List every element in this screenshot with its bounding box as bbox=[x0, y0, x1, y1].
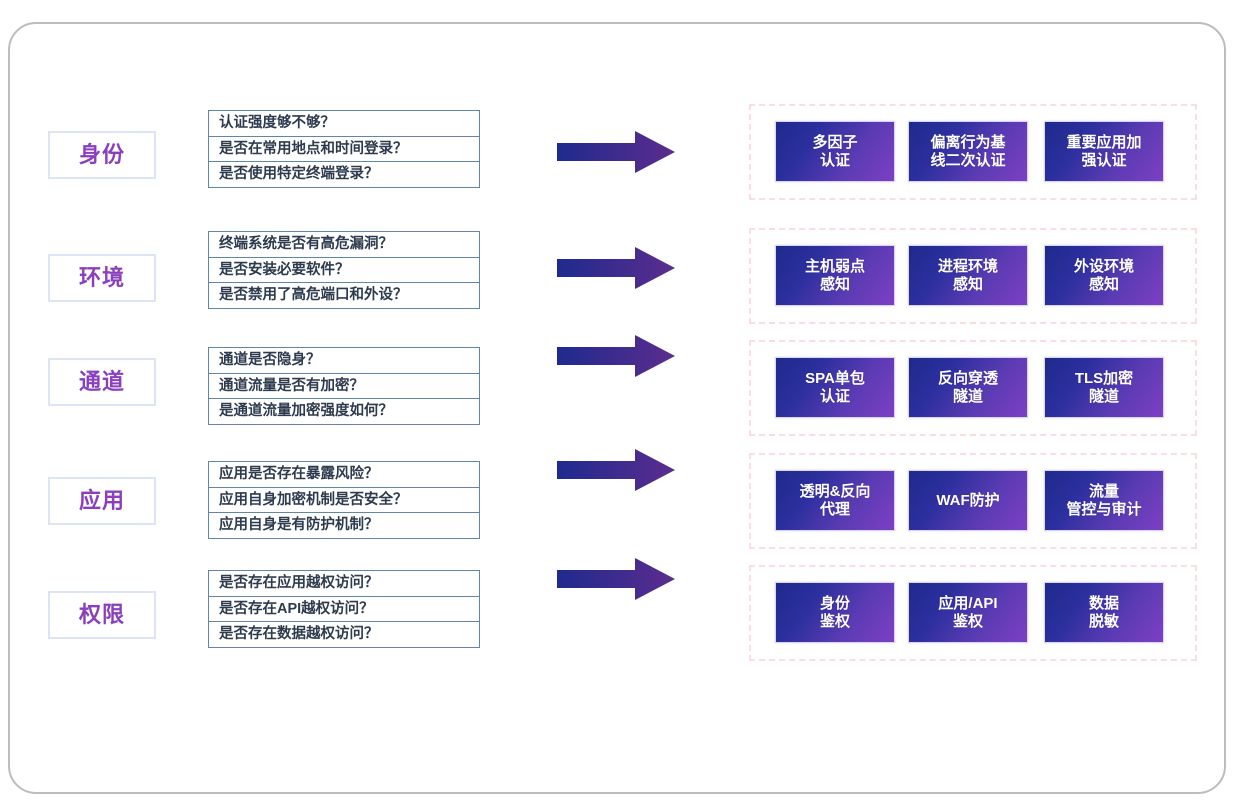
question-box[interactable]: 是否存在API越权访问？ bbox=[208, 595, 480, 623]
category-label: 身份 bbox=[78, 142, 125, 167]
capability-box[interactable]: 反向穿透 隧道 bbox=[908, 357, 1028, 418]
capability-label: 多因子 认证 bbox=[812, 133, 858, 169]
capability-label: 偏离行为基 线二次认证 bbox=[930, 133, 1006, 169]
capability-box[interactable]: 外设环境 感知 bbox=[1044, 245, 1164, 306]
question-box[interactable]: 是否安装必要软件？ bbox=[208, 256, 480, 284]
capability-label: TLS加密 隧道 bbox=[1074, 369, 1134, 405]
right-arrow-icon bbox=[555, 447, 677, 493]
capability-label: 流量 管控与审计 bbox=[1066, 482, 1142, 518]
capability-box[interactable]: 身份 鉴权 bbox=[775, 582, 895, 643]
question-box[interactable]: 是否使用特定终端登录？ bbox=[208, 161, 480, 189]
category-label: 环境 bbox=[78, 265, 125, 290]
question-box[interactable]: 应用自身加密机制是否安全？ bbox=[208, 486, 480, 514]
question-text: 是否使用特定终端登录？ bbox=[219, 166, 379, 183]
question-box[interactable]: 通道流量是否有加密？ bbox=[208, 372, 480, 400]
capability-label: 外设环境 感知 bbox=[1073, 257, 1134, 293]
capability-box[interactable]: 偏离行为基 线二次认证 bbox=[908, 121, 1028, 182]
capability-label: 透明&反向 代理 bbox=[799, 482, 871, 518]
category-label: 通道 bbox=[78, 369, 125, 394]
capability-box[interactable]: SPA单包 认证 bbox=[775, 357, 895, 418]
question-stack: 终端系统是否有高危漏洞？ 是否安装必要软件？ 是否禁用了高危端口和外设？ bbox=[208, 231, 480, 310]
capability-label: 数据 脱敏 bbox=[1088, 594, 1119, 630]
question-text: 终端系统是否有高危漏洞？ bbox=[219, 236, 393, 253]
category-box[interactable]: 环境 bbox=[48, 254, 156, 302]
capability-box[interactable]: 多因子 认证 bbox=[775, 121, 895, 182]
capability-box[interactable]: 重要应用加 强认证 bbox=[1044, 121, 1164, 182]
question-box[interactable]: 是否存在数据越权访问？ bbox=[208, 621, 480, 649]
capability-box[interactable]: 透明&反向 代理 bbox=[775, 470, 895, 531]
question-stack: 认证强度够不够？ 是否在常用地点和时间登录？ 是否使用特定终端登录？ bbox=[208, 110, 480, 189]
question-text: 是否存在应用越权访问？ bbox=[219, 575, 379, 592]
question-box[interactable]: 通道是否隐身？ bbox=[208, 347, 480, 374]
question-text: 通道是否隐身？ bbox=[219, 352, 321, 369]
question-text: 应用是否存在暴露风险？ bbox=[219, 466, 379, 483]
category-box[interactable]: 权限 bbox=[48, 591, 156, 639]
question-text: 认证强度够不够？ bbox=[219, 115, 335, 132]
right-arrow-icon bbox=[555, 245, 677, 291]
capability-label: 主机弱点 感知 bbox=[804, 257, 865, 293]
capability-box[interactable]: WAF防护 bbox=[908, 470, 1028, 531]
question-box[interactable]: 是通道流量加密强度如何？ bbox=[208, 398, 480, 426]
question-text: 是通道流量加密强度如何？ bbox=[219, 403, 393, 420]
question-text: 应用自身加密机制是否安全？ bbox=[219, 491, 408, 508]
question-box[interactable]: 应用是否存在暴露风险？ bbox=[208, 461, 480, 488]
question-text: 是否存在数据越权访问？ bbox=[219, 626, 379, 643]
capability-box[interactable]: 数据 脱敏 bbox=[1044, 582, 1164, 643]
category-box[interactable]: 通道 bbox=[48, 358, 156, 406]
question-stack: 应用是否存在暴露风险？ 应用自身加密机制是否安全？ 应用自身是有防护机制？ bbox=[208, 461, 480, 540]
question-box[interactable]: 是否存在应用越权访问？ bbox=[208, 570, 480, 597]
question-text: 应用自身是有防护机制？ bbox=[219, 517, 379, 534]
category-box[interactable]: 身份 bbox=[48, 131, 156, 179]
question-box[interactable]: 是否在常用地点和时间登录？ bbox=[208, 135, 480, 163]
capability-box[interactable]: TLS加密 隧道 bbox=[1044, 357, 1164, 418]
right-arrow-icon bbox=[555, 333, 677, 379]
question-box[interactable]: 认证强度够不够？ bbox=[208, 110, 480, 137]
category-label: 应用 bbox=[78, 488, 125, 513]
question-box[interactable]: 是否禁用了高危端口和外设？ bbox=[208, 282, 480, 310]
question-stack: 是否存在应用越权访问？ 是否存在API越权访问？ 是否存在数据越权访问？ bbox=[208, 570, 480, 649]
capability-label: 重要应用加 强认证 bbox=[1066, 133, 1142, 169]
question-text: 通道流量是否有加密？ bbox=[219, 377, 364, 394]
capability-label: 身份 鉴权 bbox=[819, 594, 850, 630]
question-text: 是否在常用地点和时间登录？ bbox=[219, 140, 408, 157]
capability-label: 应用/API 鉴权 bbox=[938, 594, 998, 630]
capability-box[interactable]: 进程环境 感知 bbox=[908, 245, 1028, 306]
question-text: 是否安装必要软件？ bbox=[219, 261, 350, 278]
right-arrow-icon bbox=[555, 556, 677, 602]
capability-label: 反向穿透 隧道 bbox=[937, 369, 998, 405]
capability-box[interactable]: 应用/API 鉴权 bbox=[908, 582, 1028, 643]
question-text: 是否禁用了高危端口和外设？ bbox=[219, 287, 408, 304]
question-text: 是否存在API越权访问？ bbox=[219, 600, 374, 617]
capability-box[interactable]: 流量 管控与审计 bbox=[1044, 470, 1164, 531]
capability-label: SPA单包 认证 bbox=[805, 369, 865, 405]
question-stack: 通道是否隐身？ 通道流量是否有加密？ 是通道流量加密强度如何？ bbox=[208, 347, 480, 426]
capability-label: WAF防护 bbox=[936, 491, 1000, 509]
category-label: 权限 bbox=[78, 602, 125, 627]
question-box[interactable]: 应用自身是有防护机制？ bbox=[208, 512, 480, 540]
capability-box[interactable]: 主机弱点 感知 bbox=[775, 245, 895, 306]
right-arrow-icon bbox=[555, 129, 677, 175]
capability-label: 进程环境 感知 bbox=[937, 257, 998, 293]
category-box[interactable]: 应用 bbox=[48, 477, 156, 525]
question-box[interactable]: 终端系统是否有高危漏洞？ bbox=[208, 231, 480, 258]
